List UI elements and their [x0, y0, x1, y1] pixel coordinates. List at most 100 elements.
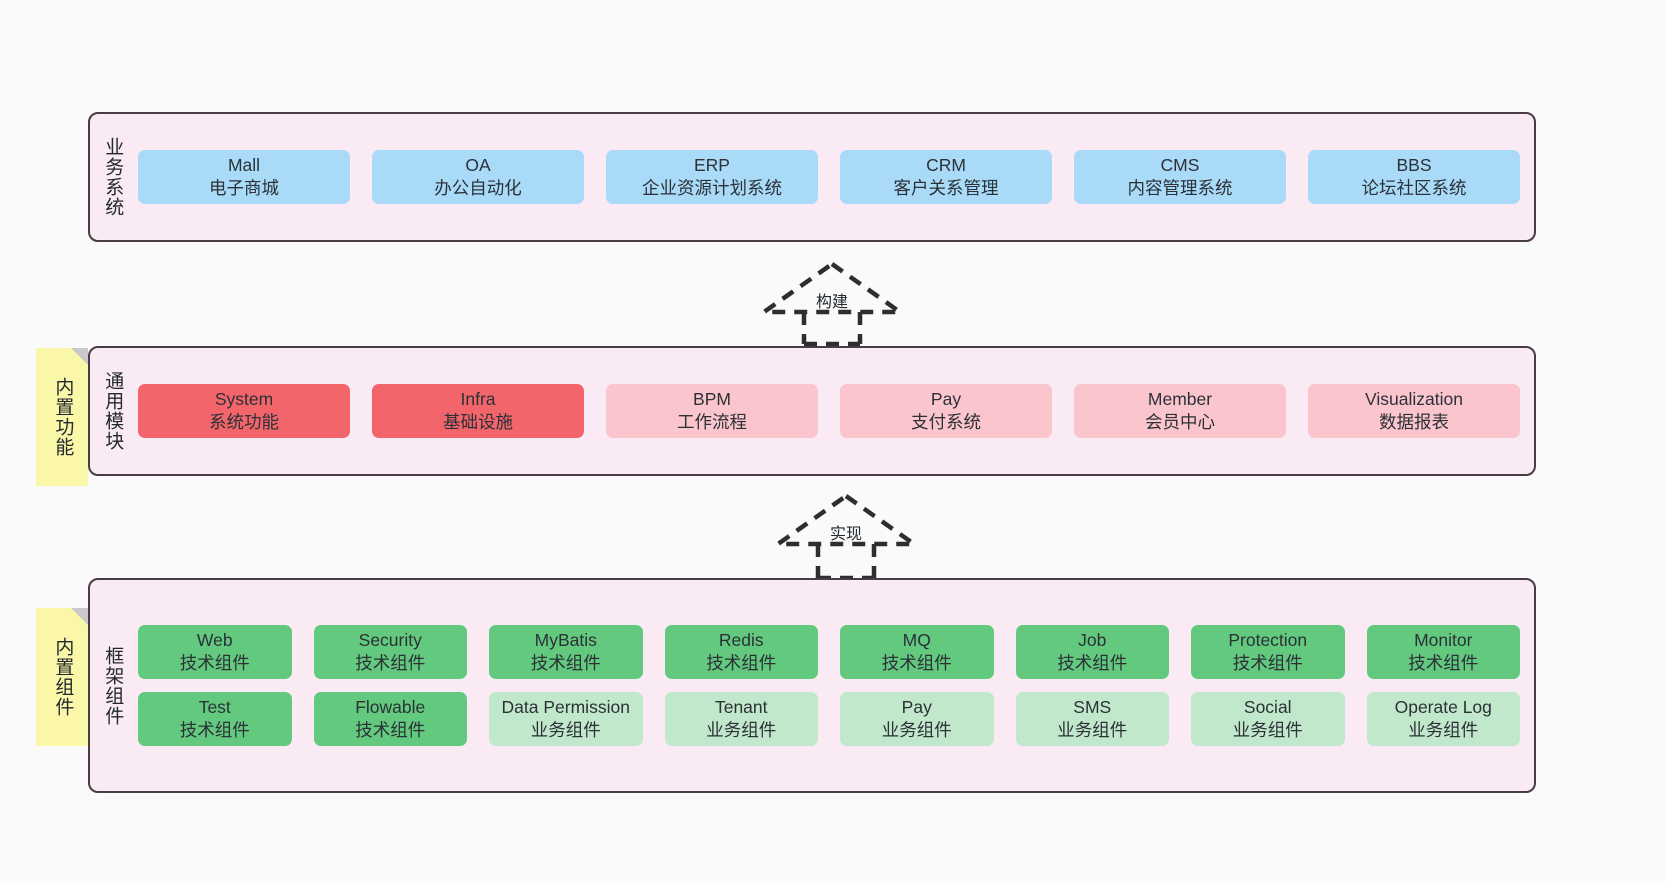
module-card-oa[interactable]: OA 办公自动化: [372, 149, 584, 205]
component-name: Monitor: [1414, 629, 1473, 650]
component-desc: 业务组件: [706, 720, 777, 741]
component-name: Test: [198, 697, 231, 717]
component-name: Web: [196, 629, 233, 650]
component-card-job[interactable]: Job 技术组件: [1015, 624, 1169, 679]
row: Test 技术组件 Flowable 技术组件 Data Permission …: [138, 692, 1520, 747]
component-desc: 技术组件: [355, 652, 426, 673]
module-desc: 办公自动化: [434, 178, 522, 198]
module-name: Visualization: [1365, 388, 1463, 409]
component-card-pay[interactable]: Pay 业务组件: [840, 692, 994, 747]
component-desc: 业务组件: [881, 720, 952, 741]
component-card-social[interactable]: Social 业务组件: [1191, 692, 1345, 747]
module-name: Member: [1147, 388, 1213, 409]
layer-common-modules: 通用模块 System 系统功能 Infra 基础设施 BPM 工作流程 Pay…: [88, 346, 1536, 476]
module-desc: 企业资源计划系统: [642, 178, 782, 198]
component-desc: 技术组件: [530, 652, 601, 673]
component-desc: 技术组件: [179, 652, 250, 673]
connector-build: 构建: [752, 256, 912, 346]
module-name: BPM: [693, 388, 731, 409]
module-name: Mall: [227, 154, 261, 175]
component-desc: 技术组件: [179, 720, 250, 741]
component-name: MQ: [902, 629, 931, 650]
row: Web 技术组件 Security 技术组件 MyBatis 技术组件 Redi…: [138, 624, 1520, 679]
component-card-redis[interactable]: Redis 技术组件: [664, 624, 818, 679]
folded-corner-icon: [71, 608, 88, 625]
component-card-tenant[interactable]: Tenant 业务组件: [664, 692, 818, 747]
module-desc: 会员中心: [1145, 412, 1215, 432]
component-desc: 技术组件: [1408, 652, 1479, 673]
layer-title-framework: 框架组件: [102, 645, 124, 726]
module-desc: 系统功能: [209, 412, 279, 432]
module-desc: 内容管理系统: [1127, 178, 1233, 198]
component-name: Operate Log: [1394, 697, 1492, 717]
module-name: CRM: [926, 154, 966, 175]
folded-corner-icon: [71, 348, 88, 365]
module-card-erp[interactable]: ERP 企业资源计划系统: [606, 149, 818, 205]
component-name: Protection: [1228, 629, 1308, 650]
component-desc: 技术组件: [706, 652, 777, 673]
module-card-system[interactable]: System 系统功能: [138, 383, 350, 439]
sticky-note-label: 内置功能: [52, 377, 74, 457]
component-desc: 技术组件: [881, 652, 952, 673]
component-name: Social: [1243, 697, 1292, 717]
generalization-arrow-icon: [756, 261, 908, 346]
component-card-data-permission[interactable]: Data Permission 业务组件: [489, 692, 643, 747]
component-card-test[interactable]: Test 技术组件: [138, 692, 292, 747]
component-desc: 业务组件: [1057, 720, 1128, 741]
layer-body-common: System 系统功能 Infra 基础设施 BPM 工作流程 Pay 支付系统…: [134, 348, 1534, 474]
component-name: Tenant: [714, 697, 768, 717]
component-card-mybatis[interactable]: MyBatis 技术组件: [489, 624, 643, 679]
module-card-bbs[interactable]: BBS 论坛社区系统: [1308, 149, 1520, 205]
layer-title-business: 业务系统: [102, 137, 124, 217]
module-desc: 支付系统: [911, 412, 981, 432]
module-desc: 工作流程: [677, 412, 747, 432]
component-name: Data Permission: [501, 697, 630, 717]
component-desc: 业务组件: [1408, 720, 1479, 741]
module-name: ERP: [694, 154, 730, 175]
component-card-monitor[interactable]: Monitor 技术组件: [1366, 624, 1520, 679]
module-card-mall[interactable]: Mall 电子商城: [138, 149, 350, 205]
connector-implement: 实现: [766, 488, 926, 580]
module-card-crm[interactable]: CRM 客户关系管理: [840, 149, 1052, 205]
component-name: MyBatis: [534, 629, 597, 650]
component-card-sms[interactable]: SMS 业务组件: [1015, 692, 1169, 747]
component-card-security[interactable]: Security 技术组件: [313, 624, 467, 679]
module-name: OA: [465, 154, 491, 175]
sticky-note-builtin-features: 内置功能: [36, 348, 88, 486]
component-name: Flowable: [355, 697, 426, 717]
module-card-bpm[interactable]: BPM 工作流程: [606, 383, 818, 439]
component-desc: 业务组件: [530, 720, 601, 741]
row: System 系统功能 Infra 基础设施 BPM 工作流程 Pay 支付系统…: [138, 383, 1520, 439]
component-name: Redis: [718, 629, 764, 650]
module-name: BBS: [1396, 154, 1432, 175]
component-card-protection[interactable]: Protection 技术组件: [1191, 624, 1345, 679]
layer-framework-components: 框架组件 Web 技术组件 Security 技术组件 MyBatis 技术组件…: [88, 578, 1536, 793]
module-desc: 电子商城: [209, 178, 279, 198]
component-name: Security: [358, 629, 422, 650]
component-name: Job: [1078, 629, 1107, 650]
connector-label-build: 构建: [816, 294, 849, 311]
sticky-note-builtin-components: 内置组件: [36, 608, 88, 746]
module-card-visualization[interactable]: Visualization 数据报表: [1308, 383, 1520, 439]
connector-label-implement: 实现: [830, 526, 863, 543]
module-name: System: [214, 388, 274, 409]
layer-body-framework: Web 技术组件 Security 技术组件 MyBatis 技术组件 Redi…: [134, 580, 1534, 791]
module-name: Infra: [460, 388, 496, 409]
component-desc: 业务组件: [1232, 720, 1303, 741]
module-card-member[interactable]: Member 会员中心: [1074, 383, 1286, 439]
module-desc: 论坛社区系统: [1361, 178, 1467, 198]
module-desc: 数据报表: [1379, 412, 1449, 432]
row: Mall 电子商城 OA 办公自动化 ERP 企业资源计划系统 CRM 客户关系…: [138, 149, 1520, 205]
module-card-cms[interactable]: CMS 内容管理系统: [1074, 149, 1286, 205]
component-name: SMS: [1073, 697, 1112, 717]
sticky-note-label: 内置组件: [52, 637, 74, 717]
component-card-operate-log[interactable]: Operate Log 业务组件: [1366, 692, 1520, 747]
module-card-infra[interactable]: Infra 基础设施: [372, 383, 584, 439]
module-name: Pay: [930, 388, 962, 409]
layer-business-systems: 业务系统 Mall 电子商城 OA 办公自动化 ERP 企业资源计划系统 CRM…: [88, 112, 1536, 242]
component-card-flowable[interactable]: Flowable 技术组件: [313, 692, 467, 747]
module-name: CMS: [1160, 154, 1200, 175]
module-card-pay[interactable]: Pay 支付系统: [840, 383, 1052, 439]
component-card-mq[interactable]: MQ 技术组件: [840, 624, 994, 679]
component-card-web[interactable]: Web 技术组件: [138, 624, 292, 679]
